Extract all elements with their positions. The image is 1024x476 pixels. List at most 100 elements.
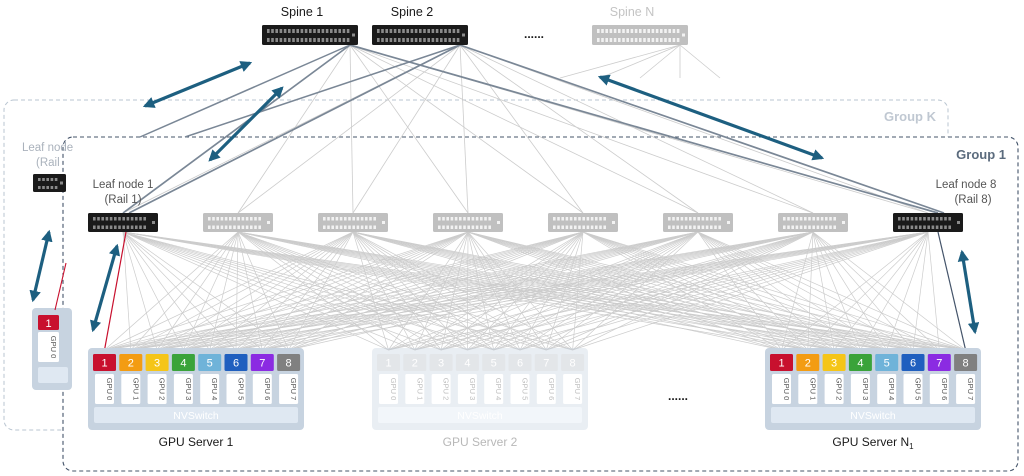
leaf-rail-faint-link [352, 231, 782, 351]
leaf-switch-5-port [599, 217, 602, 221]
leaf-rail-faint-link [352, 231, 966, 351]
spine2-leaf1-link [128, 44, 461, 214]
leaf-rail-faint-link [352, 231, 940, 351]
spine-switch-3-port [647, 38, 650, 42]
leaf-rail-faint-link [183, 231, 814, 351]
leaf-rail-faint-link [352, 231, 887, 351]
leaf-switch-6-body [663, 213, 733, 232]
leaf-rail-faint-link [493, 231, 699, 351]
spine-switch-1-port [334, 29, 337, 33]
leaf-switch-6-port [672, 225, 675, 229]
gpu-server-n-label-sub: 1 [909, 442, 914, 451]
leaf-rail-faint-link [122, 231, 289, 351]
spine-switch-3-port [634, 29, 638, 33]
leaf-switch-5-port [595, 225, 598, 229]
spine-switch-3-port [655, 38, 659, 42]
leaf-rail-faint-link [582, 231, 887, 351]
spine-switch-2-port [389, 29, 393, 33]
leaf-switch-3-port [360, 217, 364, 221]
leaf-rail-faint-link [352, 231, 914, 351]
rail-badge [875, 354, 899, 371]
leaf-switch-8-body [893, 213, 963, 232]
spine-switch-3-port [609, 38, 613, 42]
leaf-switch-6-port [668, 225, 671, 229]
leaf-rail-faint-link [441, 231, 929, 351]
gpu-label: GPU 2 [158, 378, 167, 401]
leaf-switch-2-port [245, 225, 249, 229]
spine-switch-1-port [300, 29, 304, 33]
leaf-rail-faint-link [104, 231, 239, 351]
spine-switch-1-port [321, 29, 325, 33]
leaf-rail-faint-link [237, 231, 887, 351]
spine-switch-3-port [668, 38, 671, 42]
leaf-rail-faint-link [467, 231, 469, 351]
spine-switch-1-port [346, 29, 350, 33]
spine-switch-1-port [304, 38, 308, 42]
leaf-switch-6-led [727, 221, 730, 224]
spine-leaf-faint-link [459, 44, 584, 214]
leaf-switch-5-port [586, 217, 590, 221]
leaf-switch-4-port [480, 225, 483, 229]
leaf-rail-faint-link [467, 231, 966, 351]
leaf-rail-faint-link [572, 231, 584, 351]
leaf-switch-4-port [488, 225, 491, 229]
spine-switch-3-port [672, 38, 676, 42]
back-leaf-switch-port [46, 178, 49, 181]
leaf-switch-3-port [323, 225, 326, 229]
arrow-back-leaf-server [29, 229, 53, 303]
leaf-switch-4-port [471, 225, 475, 229]
leaf-rail-faint-link [352, 231, 547, 351]
leaf-rail-faint-link [812, 231, 966, 351]
leaf-switch-7-port [787, 217, 790, 221]
spine-n-faint-link [599, 44, 681, 79]
leaf-switch-3 [318, 213, 388, 232]
gpu-label: GPU 3 [468, 378, 477, 401]
spine-switch-3-port [647, 29, 650, 33]
leaf-switch-6-port [705, 225, 709, 229]
leaf-switch-1-port [135, 225, 138, 229]
leaf-rail-faint-link [237, 231, 861, 351]
spine-2-label: Spine 2 [391, 5, 433, 19]
gpu-label: GPU 0 [105, 378, 114, 401]
spine-switch-1-port [334, 38, 337, 42]
rail-number: 5 [884, 358, 890, 370]
leaf-switch-1-port [126, 217, 130, 221]
spine-switch-3-port [660, 29, 663, 33]
leaf-rail-faint-link [812, 231, 914, 351]
leaf-switch-7-port [804, 217, 807, 221]
spine-switch-2-port [440, 29, 443, 33]
spine-switch-1-port [275, 38, 278, 42]
leaf-rail-faint-link [122, 231, 263, 351]
gpu-label: GPU 1 [808, 378, 817, 401]
leaf-rail-faint-link [519, 231, 584, 351]
rail-badge [455, 354, 479, 371]
leaf-switch-4-port [438, 217, 441, 221]
leaf-switch-3-port [327, 225, 330, 229]
leaf-switch-4-led [497, 221, 500, 224]
leaf-rail-faint-link [467, 231, 547, 351]
gpu-chip [95, 374, 114, 404]
rail-number: 8 [963, 358, 969, 370]
gpu-chip [877, 374, 897, 404]
leaf-rail-faint-link [572, 231, 699, 351]
leaf-rail-faint-link [467, 231, 887, 351]
leaf-rail-faint-link [781, 231, 814, 351]
leaf-rail-faint-link [697, 231, 940, 351]
leaf-switch-3-port [331, 225, 334, 229]
leaf-rail-faint-link [467, 231, 914, 351]
spine-switch-2-port [448, 29, 451, 33]
leaf-rail-faint-link [582, 231, 835, 351]
rail-number: 6 [233, 358, 239, 370]
leaf-rail-faint-link [352, 231, 861, 351]
leaf-switch-4-port [442, 217, 445, 221]
leaf-switch-7-port [783, 225, 786, 229]
spine-switch-1-port [267, 29, 270, 33]
spine-switch-2-port [419, 29, 422, 33]
spine-switch-1-port [325, 38, 329, 42]
gpu-label: GPU 6 [263, 378, 272, 401]
spine-switch-1-port [325, 29, 329, 33]
leaf-switch-5-port [586, 225, 590, 229]
back-leaf-switch-port [38, 178, 41, 181]
spine-switch-3-port [630, 29, 634, 33]
